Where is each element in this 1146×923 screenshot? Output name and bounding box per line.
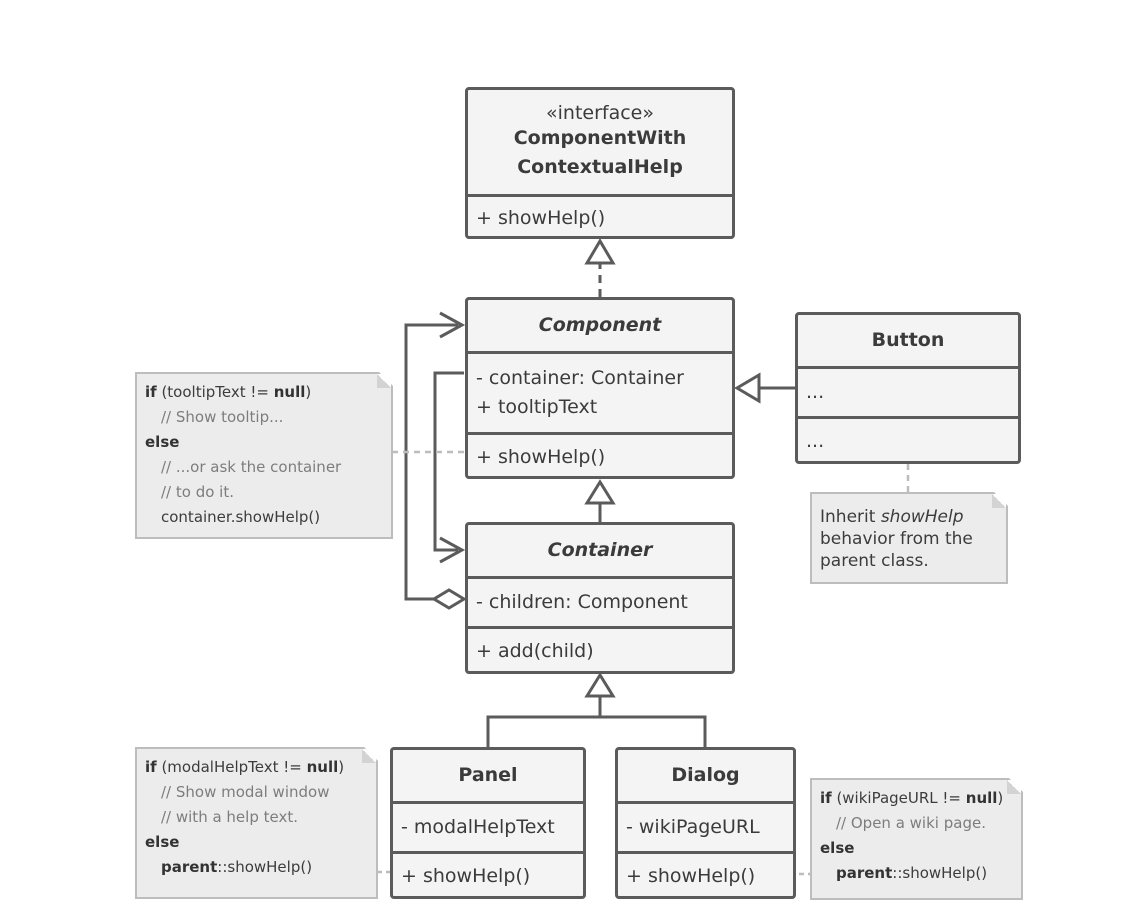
condition-text: (modalHelpText !=	[156, 758, 307, 776]
button-name: Button	[871, 329, 945, 351]
note-comment-help-text: // with a help text.	[161, 808, 298, 826]
note-call-container: container.showHelp()	[161, 508, 321, 526]
button-fields: ...	[798, 366, 1018, 416]
subclass-arrowhead	[584, 672, 616, 698]
note-keyword-else: else	[145, 833, 180, 851]
component-note: if (tooltipText != null) // Show tooltip…	[135, 372, 393, 539]
panel-name: Panel	[458, 764, 518, 786]
keyword-parent: parent	[836, 864, 893, 882]
note-comment-ask-container: // ...or ask the container	[161, 458, 342, 476]
interface-stereotype: «interface»	[546, 102, 654, 124]
panel-methods: + showHelp()	[393, 851, 583, 896]
button-fields-ellipsis: ...	[806, 381, 825, 403]
interface-method: + showHelp()	[476, 206, 606, 229]
dialog-fields: - wikiPageURL	[618, 801, 793, 851]
note-behavior-line: behavior from the	[820, 529, 973, 549]
panel-method-show-help: + showHelp()	[401, 865, 531, 887]
dialog-field-wiki-url: - wikiPageURL	[626, 816, 760, 838]
note-keyword-else: else	[820, 839, 855, 857]
button-note: Inherit showHelp behavior from the paren…	[810, 492, 1008, 584]
container-methods: + add(child)	[468, 626, 732, 671]
interface-header: «interface» ComponentWith ContextualHelp	[468, 90, 732, 194]
aggregation-arrowhead	[439, 311, 466, 339]
container-method-add: + add(child)	[476, 640, 594, 662]
keyword-parent: parent	[161, 858, 218, 876]
container-fields: - children: Component	[468, 576, 732, 626]
note-comment-modal: // Show modal window	[161, 783, 330, 801]
note-line-if: if (modalHelpText != null)	[145, 755, 368, 780]
condition-close: )	[338, 758, 345, 776]
panel-note: if (modalHelpText != null) // Show modal…	[135, 747, 378, 899]
panel-class-box: Panel - modalHelpText + showHelp()	[390, 747, 586, 899]
note-line-if: if (tooltipText != null)	[145, 380, 383, 405]
note-parent-line: parent class.	[820, 551, 929, 571]
button-inheritance-arrowhead	[734, 372, 761, 404]
container-name: Container	[547, 539, 653, 561]
container-header: Container	[468, 525, 732, 576]
component-name: Component	[538, 314, 662, 336]
keyword-if: if	[145, 383, 157, 401]
button-class-box: Button ... ...	[795, 312, 1021, 464]
keyword-null: null	[273, 383, 306, 401]
interface-name-line2: ContextualHelp	[517, 156, 683, 178]
note-inherit-line: Inherit showHelp	[820, 506, 998, 528]
component-class-box: Component - container: Container + toolt…	[465, 297, 735, 479]
subclass-tree-line	[486, 715, 707, 748]
condition-close: )	[997, 789, 1004, 807]
component-header: Component	[468, 300, 732, 351]
realization-arrowhead	[584, 238, 616, 265]
keyword-null: null	[306, 758, 339, 776]
association-arrowhead	[439, 536, 466, 564]
dialog-method-show-help: + showHelp()	[626, 865, 756, 887]
dialog-class-box: Dialog - wikiPageURL + showHelp()	[615, 747, 796, 899]
note-line-if: if (wikiPageURL != null)	[820, 786, 1013, 811]
interface-class-box: «interface» ComponentWith ContextualHelp…	[465, 87, 735, 239]
button-header: Button	[798, 315, 1018, 366]
dialog-header: Dialog	[618, 750, 793, 801]
keyword-if: if	[820, 789, 832, 807]
interface-methods: + showHelp()	[468, 194, 732, 236]
panel-fields: - modalHelpText	[393, 801, 583, 851]
note-comment-wiki: // Open a wiki page.	[836, 814, 986, 832]
container-field-children: - children: Component	[476, 591, 688, 613]
condition-close: )	[305, 383, 312, 401]
note-call-parent: parent::showHelp()	[820, 861, 1013, 886]
inherit-text: Inherit	[820, 507, 881, 527]
component-field-tooltip: + tooltipText	[476, 396, 598, 418]
condition-text: (tooltipText !=	[156, 383, 274, 401]
association-line	[433, 371, 464, 552]
dialog-name: Dialog	[671, 764, 740, 786]
condition-text: (wikiPageURL !=	[831, 789, 966, 807]
inherit-method-name: showHelp	[880, 507, 964, 527]
button-methods: ...	[798, 416, 1018, 461]
keyword-if: if	[145, 758, 157, 776]
aggregation-diamond	[431, 588, 467, 610]
container-inheritance-arrowhead	[584, 479, 616, 505]
component-method: + showHelp()	[476, 445, 606, 468]
panel-header: Panel	[393, 750, 583, 801]
keyword-null: null	[965, 789, 998, 807]
dialog-note: if (wikiPageURL != null) // Open a wiki …	[810, 778, 1023, 900]
note-call-parent: parent::showHelp()	[145, 855, 368, 880]
note-comment-do-it: // to do it.	[161, 483, 234, 501]
component-field-container: - container: Container	[476, 367, 684, 389]
component-fields: - container: Container + tooltipText	[468, 351, 732, 432]
aggregation-line	[404, 323, 458, 601]
container-class-box: Container - children: Component + add(ch…	[465, 522, 735, 674]
note-comment-tooltip: // Show tooltip...	[161, 408, 284, 426]
parent-call: ::showHelp()	[217, 858, 313, 876]
panel-field-modal-help: - modalHelpText	[401, 816, 555, 838]
parent-call: ::showHelp()	[892, 864, 988, 882]
button-methods-ellipsis: ...	[806, 430, 825, 452]
component-methods: + showHelp()	[468, 432, 732, 476]
dialog-methods: + showHelp()	[618, 851, 793, 896]
interface-name-line1: ComponentWith	[513, 127, 687, 149]
note-keyword-else: else	[145, 433, 180, 451]
